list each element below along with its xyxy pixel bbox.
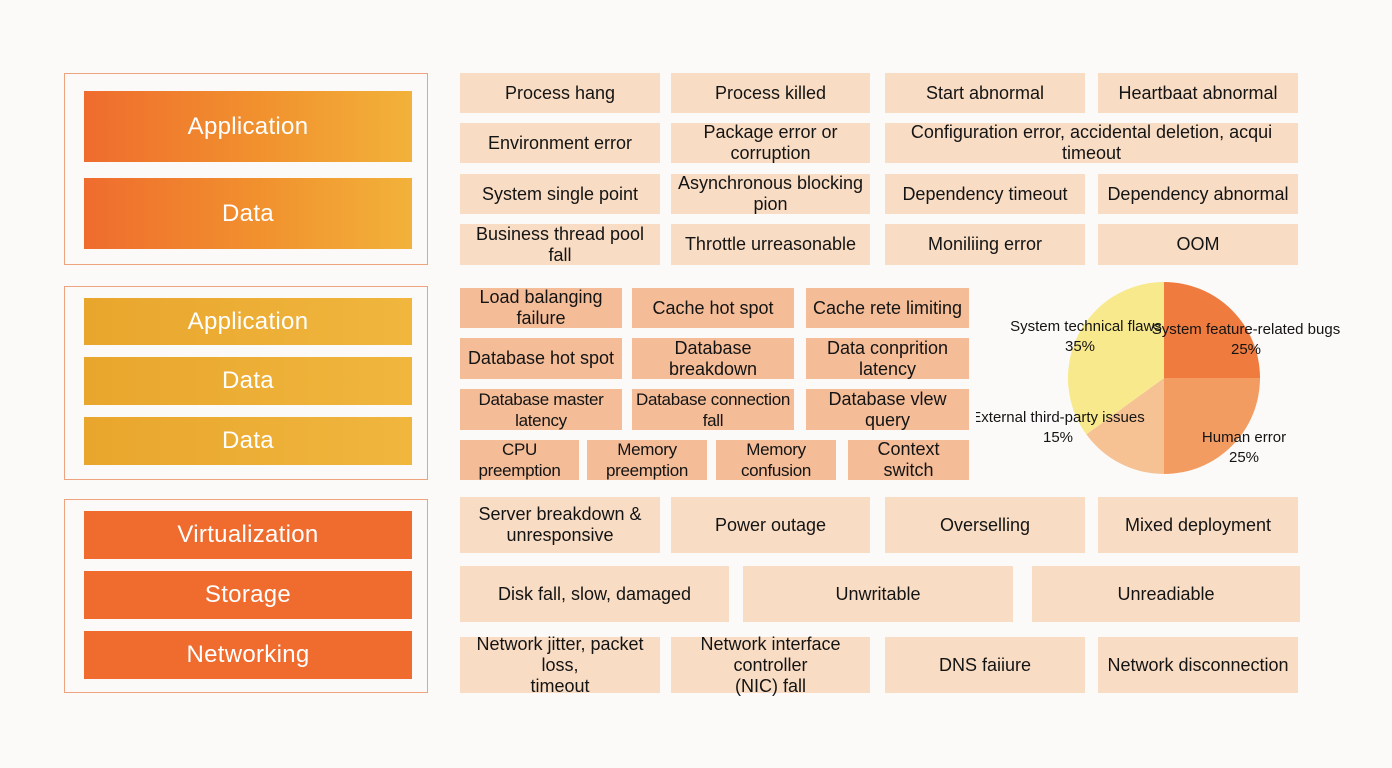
layer-group-frame-1 — [64, 73, 428, 265]
issue-cell: Memory preemption — [587, 440, 707, 480]
issue-cell: Process killed — [671, 73, 870, 113]
pie-slice-percent: 25% — [1231, 341, 1261, 358]
layer-application-1: Application — [84, 91, 412, 162]
issue-cell: Business thread pool fall — [460, 224, 660, 265]
issue-cell: Load balanging failure — [460, 287, 622, 328]
issue-cell: Power outage — [671, 497, 870, 553]
pie-slice-label: System feature-related bugs — [1152, 321, 1340, 338]
pie-slice-percent: 25% — [1229, 449, 1259, 466]
issue-cell: Network jitter, packet loss, timeout — [460, 634, 660, 696]
pie-slice — [1086, 378, 1164, 474]
issue-cell: Unreadiable — [1032, 566, 1300, 622]
issue-cell: Network disconnection — [1098, 637, 1298, 693]
layer-group-frame-3 — [64, 499, 428, 693]
issue-cell: Cache hot spot — [632, 288, 794, 328]
issue-cell: Database hot spot — [460, 338, 622, 379]
issue-cell: Dependency timeout — [885, 174, 1085, 214]
pie-slice-label: External third-party issues — [976, 409, 1145, 426]
issue-cell: Database master latency — [460, 389, 622, 430]
issue-cell: DNS faiiure — [885, 637, 1085, 693]
pie-slice-percent: 15% — [1043, 429, 1073, 446]
issue-cell: Asynchronous blocking pion — [671, 173, 870, 214]
layer-application-2: Application — [84, 298, 412, 345]
layer-data-1: Data — [84, 178, 412, 249]
issue-cell: Process hang — [460, 73, 660, 113]
issue-cell: OOM — [1098, 224, 1298, 265]
layer-storage: Storage — [84, 571, 412, 619]
issue-cell: Overselling — [885, 497, 1085, 553]
pie-slice-percent: 35% — [1065, 338, 1095, 355]
issue-cell: Network interface controller (NIC) fall — [671, 634, 870, 696]
issue-cell: Context switch — [848, 439, 969, 480]
issue-cell: Server breakdown & unresponsive — [460, 497, 660, 553]
issue-cell: Unwritable — [743, 566, 1013, 622]
layer-group-frame-2 — [64, 286, 428, 480]
issue-cell: Mixed deployment — [1098, 497, 1298, 553]
issue-cell: Database vlew query — [806, 389, 969, 430]
issue-cell: System single point — [460, 174, 660, 214]
issue-cell: Cache rete limiting — [806, 288, 969, 328]
pie-slice — [1164, 282, 1260, 378]
pie-slice — [1164, 378, 1260, 474]
issue-cell: Configuration error, accidental deletion… — [885, 122, 1298, 163]
pie-slice — [1068, 282, 1164, 435]
issue-cell: Data conprition latency — [806, 338, 969, 379]
layer-data-2: Data — [84, 357, 412, 405]
pie-slice-label: Human error — [1202, 429, 1286, 446]
issue-cell: CPU preemption — [460, 440, 579, 480]
issue-cell: Heartbaat abnormal — [1098, 73, 1298, 113]
root-cause-pie-chart: System feature-related bugs 25% Human erro… — [976, 282, 1340, 474]
issue-cell: Throttle urreasonable — [671, 224, 870, 265]
pie-slice-label: System technical flaws — [1010, 318, 1162, 335]
issue-cell: Environment error — [460, 123, 660, 163]
issue-cell: Disk fall, slow, damaged — [460, 566, 729, 622]
issue-cell: Start abnormal — [885, 73, 1085, 113]
issue-cell: Memory confusion — [716, 440, 836, 480]
layer-virtualization: Virtualization — [84, 511, 412, 559]
issue-cell: Database connection fall — [632, 389, 794, 430]
layer-data-3: Data — [84, 417, 412, 465]
issue-cell: Package error or corruption — [671, 122, 870, 163]
issue-cell: Database breakdown — [632, 338, 794, 379]
layer-networking: Networking — [84, 631, 412, 679]
issue-cell: Dependency abnormal — [1098, 174, 1298, 214]
issue-cell: Moniliing error — [885, 224, 1085, 265]
